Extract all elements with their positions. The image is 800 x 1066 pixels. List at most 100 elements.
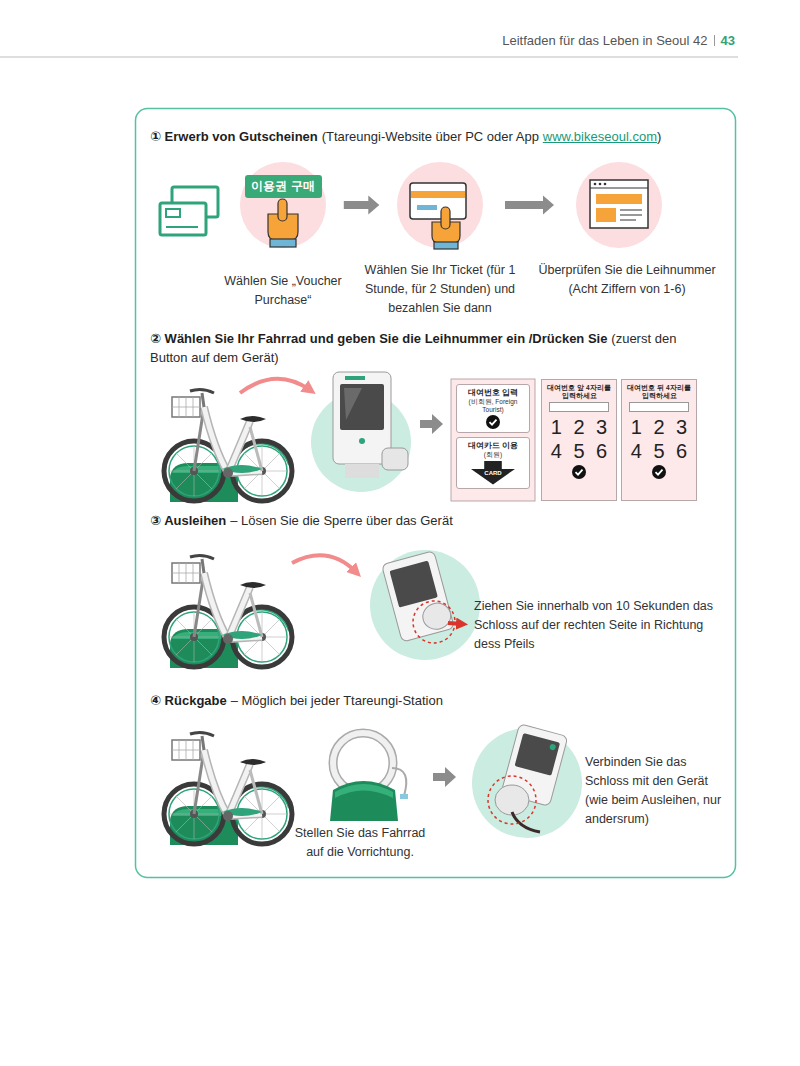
keypad-digit: 5: [648, 439, 671, 463]
step-heading: ① Erwerb von Gutscheinen (Ttareungi-Websi…: [150, 127, 725, 146]
kiosk-return: [495, 785, 529, 815]
kiosk-unlock: [370, 550, 480, 660]
step-note: (Ttareungi-Website über PC oder App: [322, 129, 539, 144]
purchase-button-icon: [270, 239, 296, 247]
bike-illustration: [164, 555, 292, 668]
check-icon: [486, 415, 500, 429]
step-title: ① Erwerb von Gutscheinen: [150, 129, 318, 144]
instruction-text: Stellen Sie das Fahrrad auf die Vorricht…: [295, 826, 426, 859]
kiosk-front: [333, 372, 391, 464]
screen-button: 대여번호 입력(비회원, Foreign Tourist): [456, 384, 530, 433]
card-arrow: CARD: [471, 461, 515, 485]
check-icon: [656, 470, 663, 475]
header-rule: [0, 57, 738, 58]
button-note: (비회원, Foreign Tourist): [459, 398, 527, 413]
page-number: 43: [721, 33, 735, 48]
payment-card-icon: [417, 205, 437, 210]
kiosk-return: [515, 733, 561, 776]
keypad-digit: 2: [568, 415, 591, 439]
instruction-caption: Stellen Sie das Fahrrad auf die Vorricht…: [285, 824, 435, 862]
kiosk-unlock: [382, 551, 455, 642]
instruction-caption: Ziehen Sie innerhalb von 10 Sekunden das…: [474, 597, 726, 654]
screen-button: 대여카드 이용(회원) CARD: [456, 437, 530, 489]
pink-arrow: [292, 555, 356, 572]
browser-window-icon: [590, 180, 648, 228]
voucher-icon: [166, 226, 198, 228]
bike-rack: [392, 768, 406, 796]
step-note: – Möglich bei jeder Ttareungi-Station: [231, 693, 443, 708]
screen-frame: [451, 379, 535, 501]
step-title: ③ Ausleihen: [150, 513, 226, 528]
button-title: 대여카드 이용: [459, 441, 527, 451]
keypad-digit: 3: [590, 415, 613, 439]
keypad-digit: 4: [545, 439, 568, 463]
keypad-digit: 3: [670, 415, 693, 439]
kiosk-unlock: [389, 561, 437, 608]
header-separator: [714, 35, 715, 46]
button-note: (회원): [459, 451, 527, 459]
keypad-digit: 5: [568, 439, 591, 463]
bike-illustration: [164, 732, 292, 845]
browser-window-icon: [620, 214, 642, 216]
step-title: ④ Rückgabe: [150, 693, 227, 708]
keypad-digit: 6: [590, 439, 613, 463]
keypad-digit: 6: [670, 439, 693, 463]
step-caption: Überprüfen Sie die Leihnummer (Acht Ziff…: [527, 261, 727, 299]
bike-illustration: [164, 389, 292, 502]
kiosk-return: [472, 724, 582, 838]
kiosk-unlock: [382, 551, 455, 642]
payment-card-icon: [441, 207, 450, 229]
instruction-caption: Verbinden Sie das Schloss mit den Gerät …: [585, 753, 731, 829]
browser-window-icon: [596, 208, 616, 222]
bike-rack: [400, 794, 408, 799]
bike-rack: [330, 733, 408, 821]
bike-illustration: [164, 389, 292, 502]
voucher-icon: [160, 203, 206, 235]
grey-arrow: [433, 767, 456, 787]
keypad-digit: 1: [625, 415, 648, 439]
payment-card-icon: [410, 183, 466, 249]
grey-arrow: [433, 767, 456, 787]
flow-arrow: [505, 196, 554, 215]
kiosk-front: [311, 372, 411, 492]
purchase-button-icon: [278, 199, 287, 221]
step-circle: Überprüfen Sie die Leihnummer (Acht Ziff…: [576, 162, 662, 248]
kiosk-return: [512, 812, 540, 832]
check-icon: [652, 465, 666, 479]
card-label: CARD: [471, 470, 515, 477]
browser-window-icon: [596, 194, 642, 204]
flow-arrow: [344, 196, 380, 215]
check-icon: [652, 465, 666, 479]
screen-frame: [451, 379, 535, 501]
keypad-digit: 4: [625, 439, 648, 463]
step-title: ② Wählen Sie Ihr Fahrrad und geben Sie d…: [150, 331, 607, 346]
input-field: [629, 402, 689, 412]
page-title: Leitfaden für das Leben in Seoul 42: [502, 33, 707, 48]
kiosk-unlock: [448, 623, 462, 624]
kiosk-return: [549, 743, 556, 750]
kiosk-front: [345, 376, 365, 380]
grey-arrow: [420, 414, 443, 434]
browser-window-icon: [590, 180, 648, 228]
browser-window-icon: [599, 183, 602, 186]
button-label: 이용권 구매: [240, 175, 326, 197]
keypad-digit: 2: [648, 415, 671, 439]
check-icon: [572, 465, 586, 479]
bike-illustration: [164, 732, 292, 845]
keypad: 123456: [545, 415, 613, 463]
keypad: 123456: [625, 415, 693, 463]
panel-frame: [136, 109, 736, 878]
browser-window-icon: [620, 219, 636, 221]
kiosk-unlock: [420, 600, 454, 632]
kiosk-front: [382, 448, 408, 470]
panel-frame: [136, 109, 736, 878]
kiosk-front: [344, 388, 362, 420]
keypad-digit: 1: [545, 415, 568, 439]
pink-arrow: [292, 555, 356, 572]
step-circle-ground: [576, 162, 662, 248]
header-rule: [0, 57, 738, 58]
page-header: Leitfaden für das Leben in Seoul 42 43: [502, 31, 735, 50]
bike-rack: [330, 781, 398, 821]
